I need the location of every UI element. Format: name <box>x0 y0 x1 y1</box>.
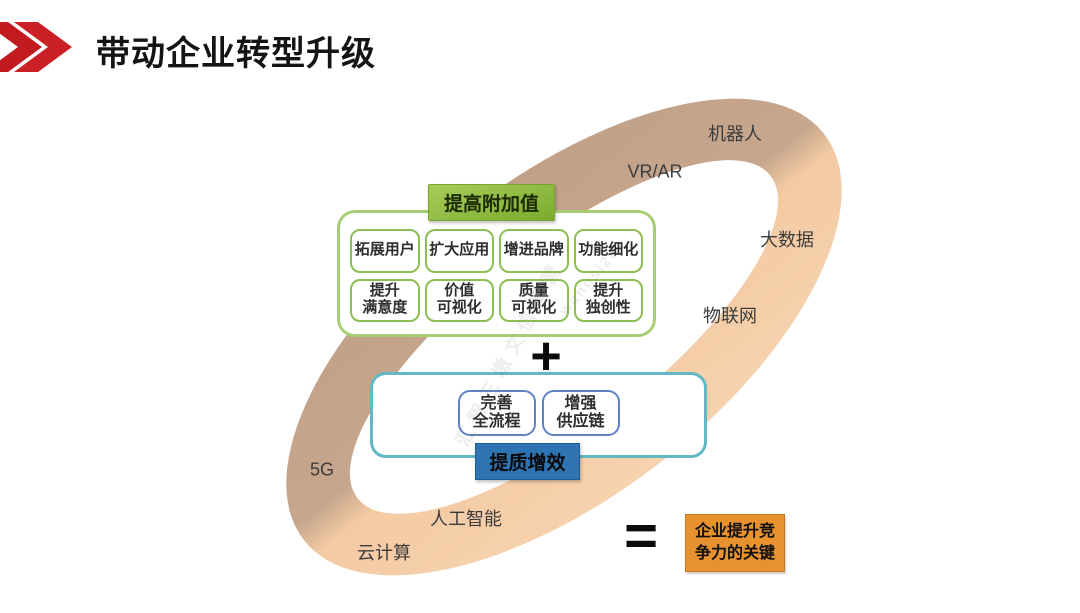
ring-label-robot: 机器人 <box>708 124 762 144</box>
added-value-box: 拓展用户 扩大应用 增进品牌 功能细化 提升 满意度 价值 可视化 质量 可视化… <box>337 210 656 337</box>
double-chevron-icon <box>0 22 72 72</box>
value-cell-refine-functions: 功能细化 <box>573 229 643 273</box>
ring-label-5g: 5G <box>309 459 335 480</box>
value-cell-expand-applications: 扩大应用 <box>424 229 494 273</box>
quality-efficiency-header: 提质增效 <box>475 443 580 480</box>
value-cell-enhance-brand: 增进品牌 <box>499 229 569 273</box>
ring-label-vr-ar: VR/AR <box>627 161 683 182</box>
ring-label-big-data: 大数据 <box>760 230 814 250</box>
value-cell-value-visualization: 价值 可视化 <box>424 278 494 322</box>
value-cell-improve-satisfaction: 提升 满意度 <box>350 278 420 322</box>
process-cell-perfect-whole-process: 完善 全流程 <box>457 390 536 436</box>
equals-operator: = <box>624 503 658 569</box>
added-value-header: 提高附加值 <box>428 184 555 221</box>
value-cell-improve-originality: 提升 独创性 <box>573 278 643 322</box>
page-title: 带动企业转型升级 <box>96 35 376 73</box>
competitiveness-result-box: 企业提升竞 争力的关键 <box>685 514 785 572</box>
ring-label-cloud: 云计算 <box>357 543 411 563</box>
process-cell-strengthen-supply-chain: 增强 供应链 <box>541 390 620 436</box>
ring-label-iot: 物联网 <box>703 306 757 326</box>
value-cell-expand-users: 拓展用户 <box>350 229 420 273</box>
value-cell-quality-visualization: 质量 可视化 <box>499 278 569 322</box>
ring-label-ai: 人工智能 <box>430 509 502 529</box>
